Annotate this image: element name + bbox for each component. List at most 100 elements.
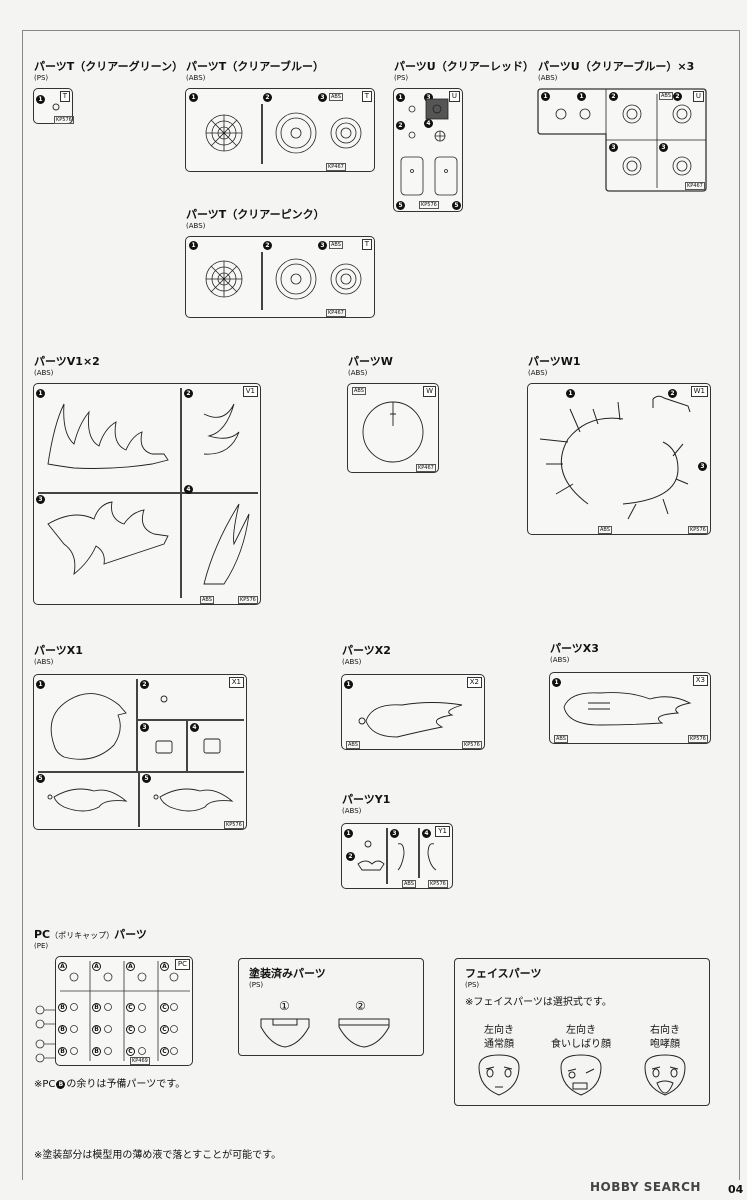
runner-divider bbox=[38, 771, 244, 773]
pc-part-letter: C bbox=[126, 1025, 135, 1034]
page-frame bbox=[22, 30, 740, 1180]
pc-part-letter: C bbox=[126, 1047, 135, 1056]
runner-tag: PC bbox=[174, 959, 190, 970]
part-t-green-title: パーツT（クリアーグリーン） bbox=[34, 60, 184, 73]
part-number: 1 bbox=[566, 389, 575, 398]
part-t-blue-drawing bbox=[205, 112, 362, 154]
face-parts-note: ※フェイスパーツは選択式です。 bbox=[465, 997, 612, 1008]
part-number: 2 bbox=[263, 93, 272, 102]
mold-stamp: KP467 bbox=[685, 182, 705, 190]
pc-part-letter: A bbox=[126, 962, 135, 971]
part-u-red-material: (PS) bbox=[394, 74, 409, 82]
part-number: 4 bbox=[190, 723, 199, 732]
part-v1-title: パーツV1×2 bbox=[34, 355, 100, 368]
runner-u-blue-outline bbox=[537, 88, 707, 192]
runner-tag: U bbox=[448, 91, 460, 102]
part-number: 3 bbox=[659, 143, 668, 152]
abs-mark: ABS bbox=[352, 387, 366, 395]
part-x1-material: (ABS) bbox=[34, 658, 54, 666]
part-pc-material: (PE) bbox=[34, 942, 49, 950]
runner-tag: U bbox=[692, 91, 704, 102]
face-label-2-line2: 食いしばり顔 bbox=[551, 1039, 611, 1050]
part-u-blue-material: (ABS) bbox=[538, 74, 558, 82]
abs-mark: ABS bbox=[659, 92, 673, 100]
runner-t-pink: T ABS 1 2 3 KP467 bbox=[185, 236, 375, 318]
pc-part-letter: A bbox=[160, 962, 169, 971]
face-parts-box: フェイスパーツ (PS) ※フェイスパーツは選択式です。 左向き 通常顔 左向き… bbox=[454, 958, 710, 1106]
part-x3-material: (ABS) bbox=[550, 656, 570, 664]
part-number: 5 bbox=[452, 201, 461, 210]
pc-part-letter: C bbox=[160, 1025, 169, 1034]
painted-part-number: ① bbox=[279, 999, 290, 1013]
part-number: 1 bbox=[189, 241, 198, 250]
pc-side-gates bbox=[35, 1005, 56, 1063]
part-x1-drawing bbox=[47, 693, 234, 812]
part-t-green-material: (PS) bbox=[34, 74, 49, 82]
part-x3-title: パーツX3 bbox=[550, 642, 599, 655]
part-pc-title: PC（ポリキャップ）パーツ bbox=[34, 928, 147, 941]
part-t-pink-title: パーツT（クリアーピンク） bbox=[186, 208, 325, 221]
part-v1-drawing bbox=[47, 403, 250, 585]
page-number: 04 bbox=[728, 1183, 744, 1196]
pc-part-letter: A bbox=[92, 962, 101, 971]
part-w-material: (ABS) bbox=[348, 369, 368, 377]
part-number: 5 bbox=[396, 201, 405, 210]
runner-divider bbox=[38, 492, 258, 494]
runner-y1: Y1 1 2 3 4 ABS KP576 bbox=[341, 823, 453, 889]
runner-divider bbox=[261, 252, 263, 310]
abs-mark: ABS bbox=[554, 735, 568, 743]
part-number: 4 bbox=[422, 829, 431, 838]
pc-part-letter: B bbox=[58, 1047, 67, 1056]
part-y1-drawing bbox=[357, 840, 437, 871]
runner-divider bbox=[261, 104, 263, 164]
part-number: 3 bbox=[140, 723, 149, 732]
part-number: 2 bbox=[609, 92, 618, 101]
part-number: 1 bbox=[36, 389, 45, 398]
part-x2-title: パーツX2 bbox=[342, 644, 391, 657]
part-t-blue-material: (ABS) bbox=[186, 74, 206, 82]
face-parts-material: (PS) bbox=[465, 981, 480, 989]
runner-tag: X1 bbox=[228, 677, 244, 688]
abs-mark: ABS bbox=[598, 526, 612, 534]
mold-stamp: KP576 bbox=[419, 201, 439, 209]
face-label-2-line1: 左向き bbox=[566, 1025, 596, 1036]
part-number: 2 bbox=[346, 852, 355, 861]
abs-mark: ABS bbox=[329, 93, 343, 101]
painted-parts-material: (PS) bbox=[249, 981, 264, 989]
part-number: 1 bbox=[552, 678, 561, 687]
part-u-red-title: パーツU（クリアーレッド） bbox=[394, 60, 535, 73]
runner-tag: X3 bbox=[692, 675, 708, 686]
pc-part-letter: B bbox=[58, 1025, 67, 1034]
runner-tag: X2 bbox=[466, 677, 482, 688]
part-t-blue-title: パーツT（クリアーブルー） bbox=[186, 60, 324, 73]
abs-mark: ABS bbox=[402, 880, 416, 888]
part-number: 3 bbox=[318, 93, 327, 102]
painted-parts-drawing bbox=[260, 1018, 390, 1048]
part-x3-drawing bbox=[563, 692, 692, 726]
part-number: 1 bbox=[396, 93, 405, 102]
runner-divider bbox=[138, 771, 140, 827]
pc-part-letter: C bbox=[160, 1047, 169, 1056]
watermark-logo: HOBBY SEARCH bbox=[590, 1180, 701, 1194]
part-x2-drawing bbox=[358, 702, 463, 738]
part-number: 2 bbox=[184, 389, 193, 398]
runner-tag: T bbox=[59, 91, 70, 102]
part-t-green-drawing bbox=[52, 103, 60, 111]
runner-tag: Y1 bbox=[435, 826, 450, 837]
runner-divider bbox=[136, 719, 244, 721]
mold-stamp: KP576 bbox=[428, 880, 448, 888]
mold-stamp: KP576 bbox=[462, 741, 482, 749]
painted-part-number: ② bbox=[355, 999, 366, 1013]
part-y1-material: (ABS) bbox=[342, 807, 362, 815]
runner-w: W ABS KP467 bbox=[347, 383, 439, 473]
runner-u-blue: U ABS 1 1 2 2 3 3 KP467 bbox=[537, 88, 707, 192]
part-w1-drawing bbox=[539, 395, 691, 520]
pc-part-letter: C bbox=[126, 1003, 135, 1012]
abs-mark: ABS bbox=[346, 741, 360, 749]
part-t-pink-material: (ABS) bbox=[186, 222, 206, 230]
part-number: 2 bbox=[673, 92, 682, 101]
mold-stamp: KP576 bbox=[224, 821, 244, 829]
runner-divider bbox=[418, 828, 420, 878]
runner-t-blue: T ABS 1 2 3 KP467 bbox=[185, 88, 375, 172]
